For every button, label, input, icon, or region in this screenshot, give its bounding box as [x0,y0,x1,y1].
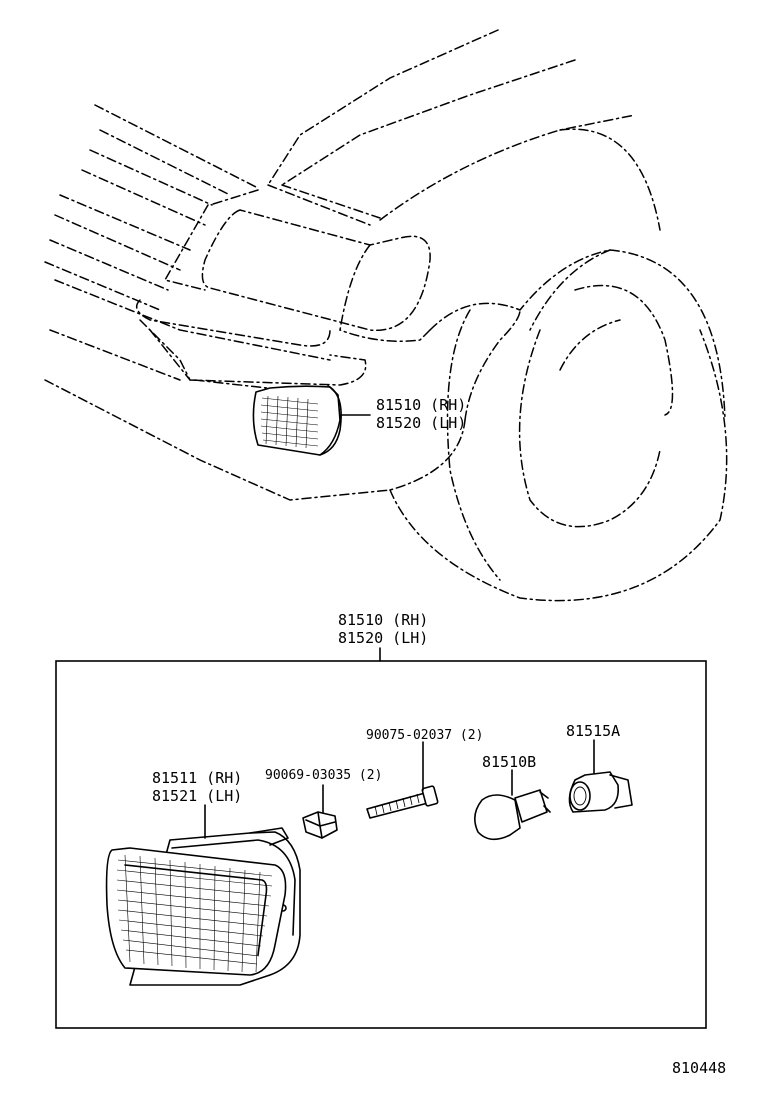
callout-screw: 90075-02037 (2) [366,728,483,743]
screw-part [366,741,439,819]
callout-assembly-rh: 81510 (RH) [338,611,428,629]
socket-part [568,739,633,813]
figure-number: 810448 [672,1059,726,1077]
callout-socket: 81515A [566,722,620,740]
assembly-box [55,660,707,1029]
vehicle-outline [44,29,728,602]
lamp-on-vehicle [252,385,371,456]
callout-lamp-rh: 81510 (RH) [376,396,466,414]
lens-assembly [105,804,301,986]
callout-clip: 90069-03035 (2) [265,768,382,783]
callout-assembly-lh: 81520 (LH) [338,629,428,647]
bulb-part [474,769,551,841]
callout-lens-rh: 81511 (RH) [152,769,242,787]
callout-lens-lh: 81521 (LH) [152,787,242,805]
callout-lamp-lh: 81520 (LH) [376,414,466,432]
clip-part [302,784,338,839]
callout-bulb: 81510B [482,753,536,771]
